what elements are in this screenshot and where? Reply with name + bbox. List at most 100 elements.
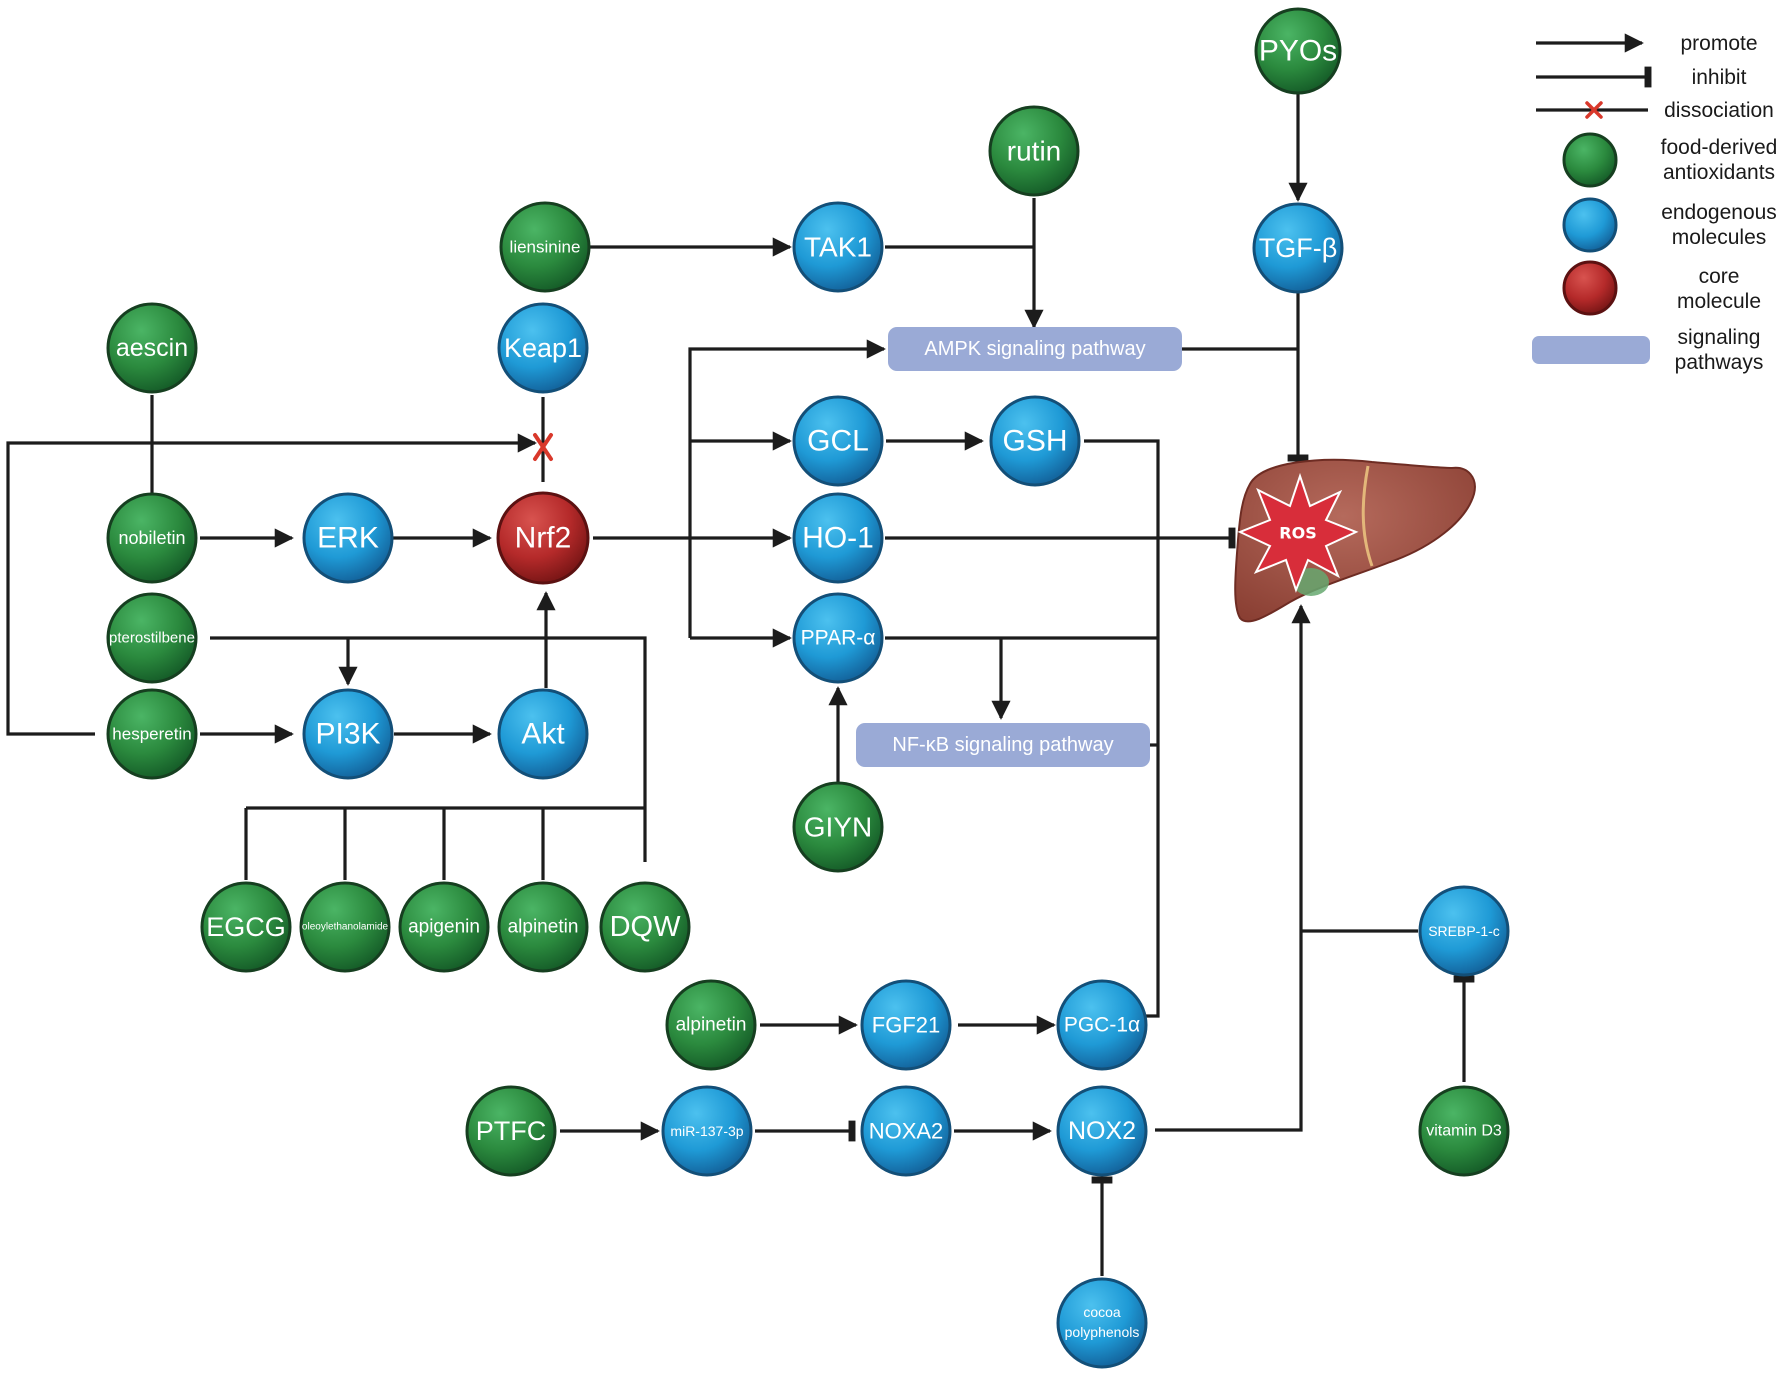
legend-food-swatch	[1562, 132, 1618, 188]
legend-food-label-2: antioxidants	[1663, 161, 1775, 184]
node-pterostilbene: pterostilbene	[106, 592, 198, 684]
edge-hesperetin-loop	[6, 433, 537, 736]
legend-endo-label-2: molecules	[1672, 226, 1767, 249]
svg-text:GSH: GSH	[1002, 425, 1067, 458]
svg-text:rutin: rutin	[1007, 136, 1061, 167]
svg-text:pterostilbene: pterostilbene	[109, 630, 195, 647]
node-ptfc: PTFC	[465, 1085, 557, 1177]
legend-food-label-1: food-derived	[1661, 136, 1778, 159]
svg-text:Keap1: Keap1	[504, 333, 582, 363]
pathway-nfkb-label: NF-κB signaling pathway	[892, 734, 1113, 756]
edge-gsh-bus	[1084, 439, 1160, 1018]
node-mir137: miR-137-3p	[661, 1085, 753, 1177]
svg-text:GCL: GCL	[807, 425, 869, 458]
legend-dissociation-x-icon	[1585, 101, 1603, 119]
node-cocoa-polyphenols: cocoa polyphenols	[1056, 1277, 1148, 1369]
node-liensinine: liensinine	[499, 201, 591, 293]
svg-text:NOX2: NOX2	[1068, 1117, 1136, 1145]
svg-text:cocoa: cocoa	[1083, 1304, 1121, 1320]
svg-text:TGF-β: TGF-β	[1259, 233, 1338, 263]
svg-text:Nrf2: Nrf2	[515, 522, 572, 555]
node-erk: ERK	[302, 492, 394, 584]
pathway-nfkb: NF-κB signaling pathway	[856, 723, 1150, 767]
node-nobiletin: nobiletin	[106, 492, 198, 584]
svg-text:polyphenols: polyphenols	[1065, 1324, 1140, 1340]
ros-label: ROS	[1279, 524, 1316, 543]
node-vitd3: vitamin D3	[1418, 1085, 1510, 1177]
node-oleoylethanolamide: oleoylethanolamide	[299, 881, 391, 973]
legend-core-label-1: core	[1699, 265, 1740, 288]
nodes: PYOs TGF-β rutin liensinine TAK1 aescin …	[106, 7, 1510, 1369]
svg-text:FGF21: FGF21	[872, 1013, 940, 1038]
node-ho1: HO-1	[792, 492, 884, 584]
svg-text:SREBP-1-c: SREBP-1-c	[1428, 923, 1500, 939]
svg-text:nobiletin: nobiletin	[118, 528, 185, 548]
svg-text:HO-1: HO-1	[802, 522, 874, 555]
edge-pterostilbene-bus	[210, 636, 647, 862]
node-ppara: PPAR-α	[792, 592, 884, 684]
svg-text:oleoylethanolamide: oleoylethanolamide	[302, 922, 389, 933]
node-keap1: Keap1	[497, 302, 589, 394]
node-nox2: NOX2	[1056, 1085, 1148, 1177]
svg-text:aescin: aescin	[116, 334, 188, 362]
svg-text:hesperetin: hesperetin	[112, 725, 191, 744]
node-hesperetin: hesperetin	[106, 688, 198, 780]
node-srebp: SREBP-1-c	[1418, 885, 1510, 977]
edge-nox2-liver	[1155, 604, 1311, 1132]
liver-organ: ROS	[1234, 458, 1476, 623]
node-fgf21: FGF21	[860, 979, 952, 1071]
svg-text:DQW: DQW	[610, 911, 682, 943]
node-tak1: TAK1	[792, 201, 884, 293]
dissociation-mark	[533, 433, 553, 461]
legend-core-label-2: molecule	[1677, 290, 1761, 313]
node-akt: Akt	[497, 688, 589, 780]
node-dqw: DQW	[599, 881, 691, 973]
node-tgfb: TGF-β	[1252, 202, 1344, 294]
legend-endo-swatch	[1562, 197, 1618, 253]
node-nrf2: Nrf2	[496, 491, 590, 585]
node-rutin: rutin	[988, 105, 1080, 197]
node-pgc1a: PGC-1α	[1056, 979, 1148, 1071]
legend-promote-label: promote	[1680, 32, 1757, 55]
legend-endo-label-1: endogenous	[1661, 201, 1777, 224]
legend-inhibit-label: inhibit	[1692, 66, 1747, 89]
svg-text:PGC-1α: PGC-1α	[1064, 1014, 1140, 1037]
svg-text:GIYN: GIYN	[804, 812, 872, 843]
pathway-ampk-label: AMPK signaling pathway	[924, 338, 1145, 360]
node-noxa2: NOXA2	[860, 1085, 952, 1177]
svg-text:Akt: Akt	[521, 718, 565, 751]
svg-text:TAK1: TAK1	[804, 232, 872, 263]
legend-pathway-swatch	[1532, 336, 1650, 364]
svg-text:miR-137-3p: miR-137-3p	[670, 1123, 743, 1139]
svg-text:PPAR-α: PPAR-α	[801, 627, 876, 650]
svg-text:alpinetin: alpinetin	[508, 917, 579, 938]
svg-text:EGCG: EGCG	[206, 912, 286, 942]
svg-text:alpinetin: alpinetin	[676, 1015, 747, 1036]
svg-text:NOXA2: NOXA2	[869, 1119, 944, 1144]
node-pi3k: PI3K	[302, 688, 394, 780]
node-gsh: GSH	[989, 395, 1081, 487]
svg-text:liensinine: liensinine	[510, 238, 581, 257]
svg-text:ERK: ERK	[317, 522, 379, 555]
legend-core-swatch	[1562, 260, 1618, 316]
node-aescin: aescin	[106, 302, 198, 394]
node-gcl: GCL	[792, 395, 884, 487]
svg-text:PYOs: PYOs	[1259, 35, 1337, 68]
node-alpinetin-1: alpinetin	[497, 881, 589, 973]
node-pyos: PYOs	[1254, 7, 1342, 95]
legend: promote inhibit dissociation food-derive…	[1532, 32, 1777, 374]
edge-nrf2-ampk	[688, 339, 886, 638]
edges	[6, 90, 1475, 1276]
node-giyn: GIYN	[792, 781, 884, 873]
legend-pathway-label-1: signaling	[1678, 326, 1761, 349]
svg-text:PTFC: PTFC	[476, 1116, 547, 1146]
pathway-ampk: AMPK signaling pathway	[888, 327, 1182, 371]
svg-text:vitamin D3: vitamin D3	[1426, 1123, 1502, 1140]
ros-burst-icon	[1237, 472, 1359, 593]
node-egcg: EGCG	[200, 881, 292, 973]
legend-pathway-label-2: pathways	[1675, 351, 1764, 374]
svg-text:PI3K: PI3K	[315, 718, 380, 751]
legend-dissociation-label: dissociation	[1664, 99, 1774, 122]
